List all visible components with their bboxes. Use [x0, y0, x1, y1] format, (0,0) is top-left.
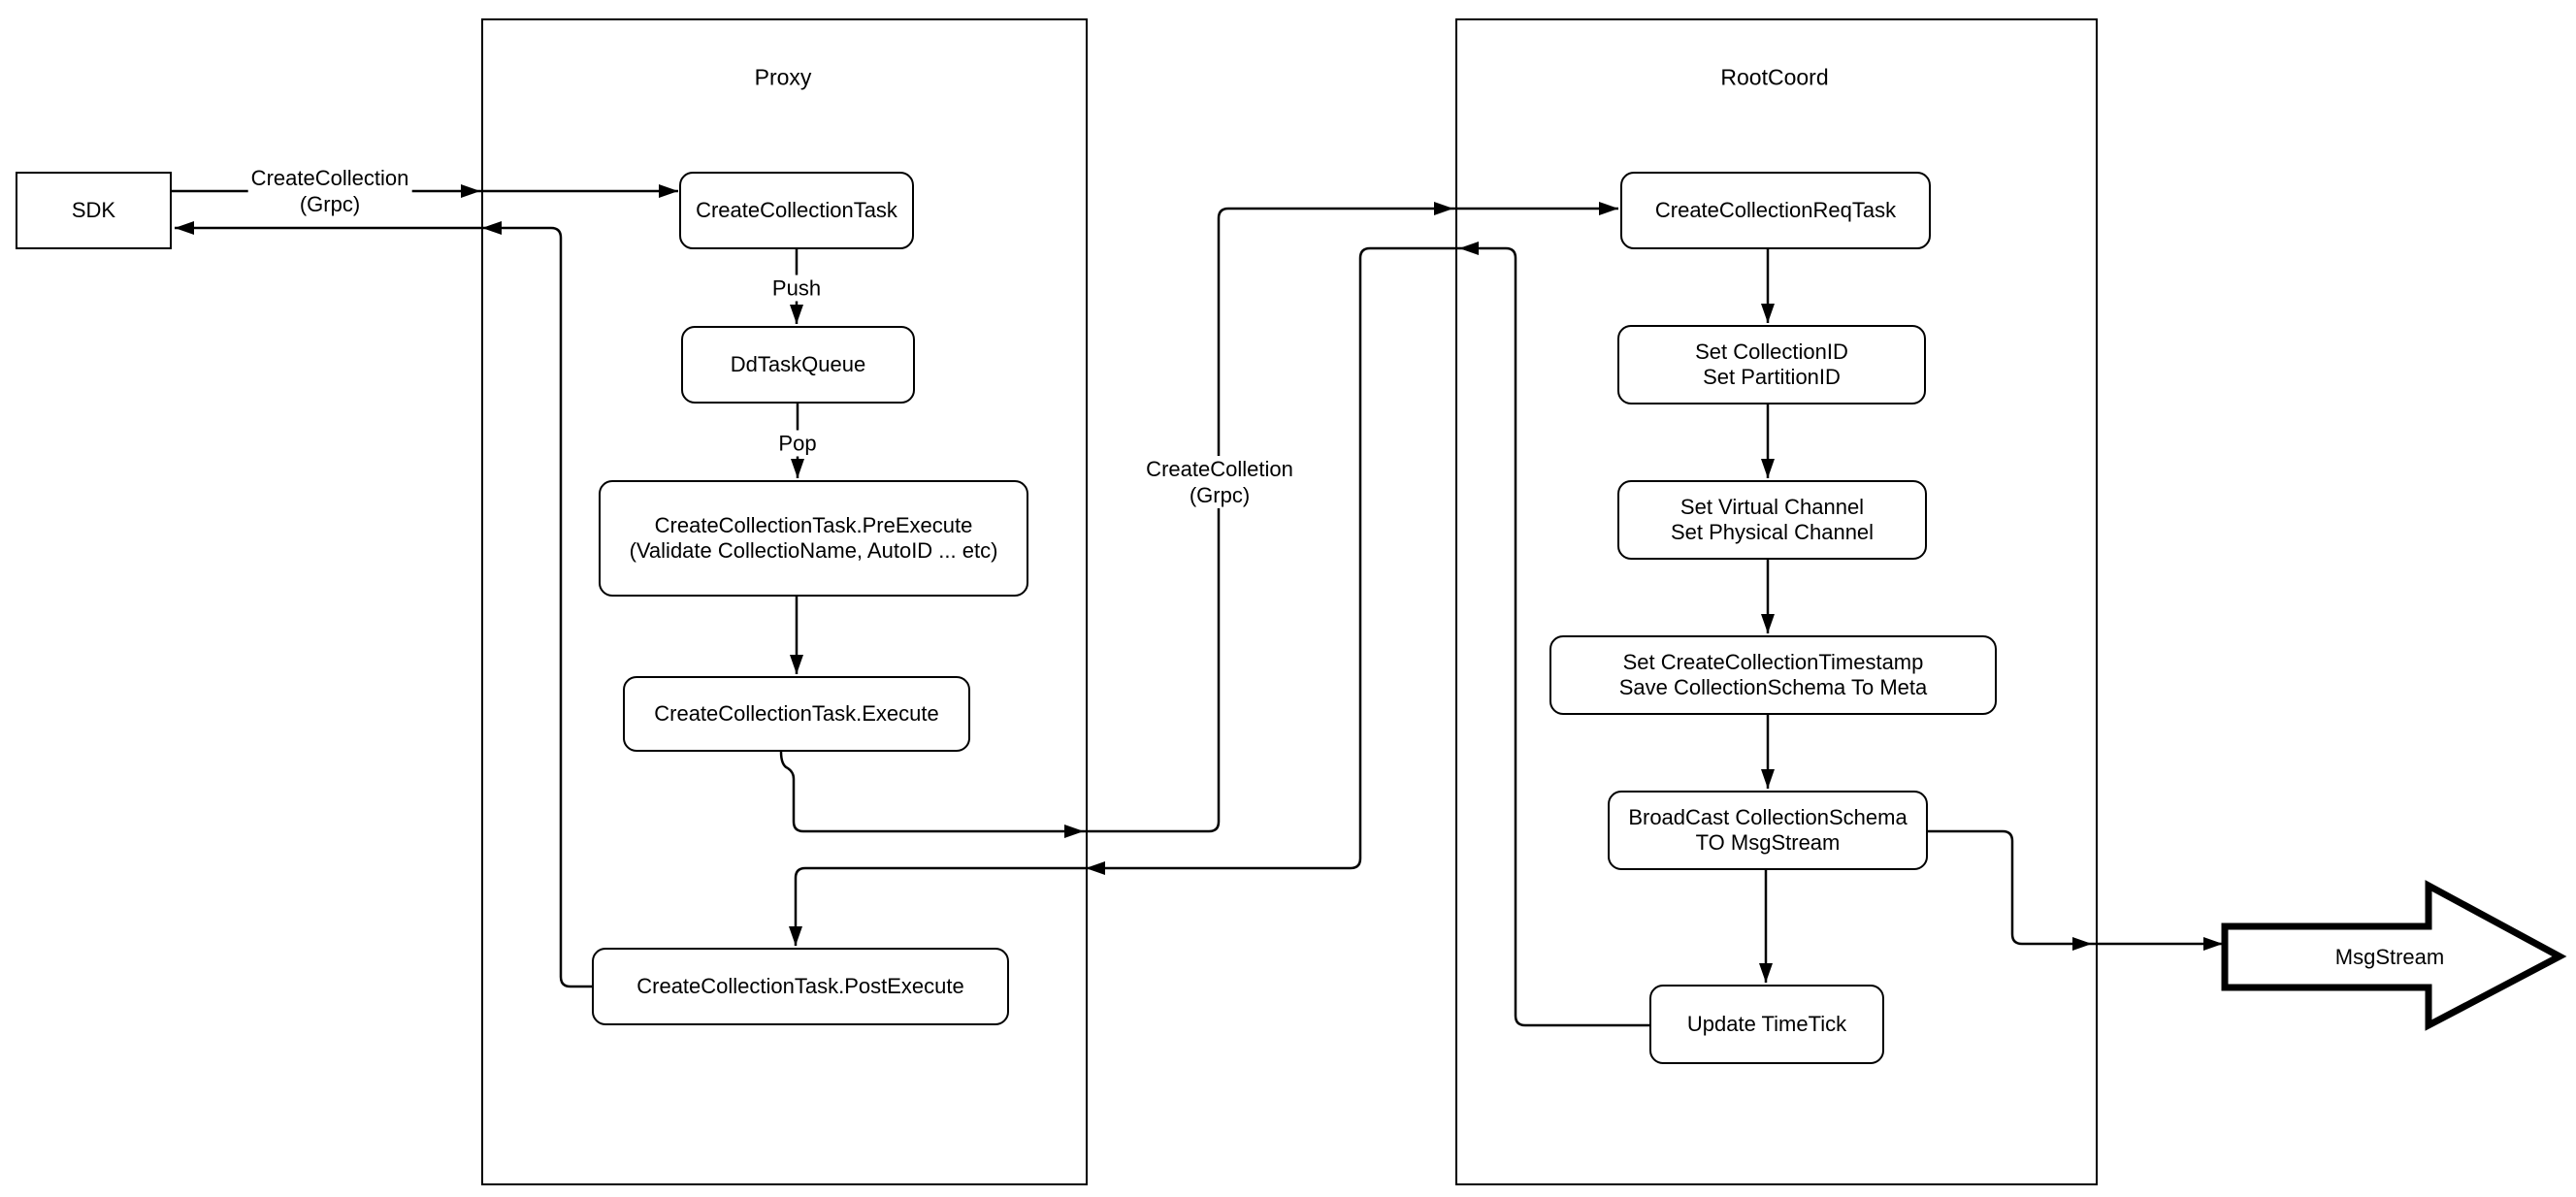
node-set-timestamp-save-schema: Set CreateCollectionTimestamp Save Colle… [1549, 635, 1997, 715]
node-post-execute: CreateCollectionTask.PostExecute [592, 948, 1009, 1025]
node-set-channels: Set Virtual Channel Set Physical Channel [1617, 480, 1927, 560]
label-grpc-left: CreateCollection (Grpc) [247, 165, 412, 217]
rootcoord-title: RootCoord [1720, 64, 1829, 90]
node-set-collection-partition-id: Set CollectionID Set PartitionID [1617, 325, 1926, 404]
node-broadcast-schema: BroadCast CollectionSchema TO MsgStream [1608, 791, 1928, 870]
node-dd-task-queue: DdTaskQueue [681, 326, 915, 404]
edge-execute-to-reqtask [779, 207, 1618, 833]
proxy-title: Proxy [754, 64, 812, 90]
node-create-collection-req-task: CreateCollectionReqTask [1620, 172, 1931, 249]
edge-postexecute-to-sdk [175, 226, 592, 988]
node-execute: CreateCollectionTask.Execute [623, 676, 970, 752]
proxy-container [481, 18, 1088, 1185]
rootcoord-container [1455, 18, 2098, 1185]
edge-broadcast-to-msgstream [1928, 829, 2223, 946]
arrowheads [175, 184, 2223, 983]
node-update-timetick: Update TimeTick [1649, 985, 1884, 1064]
label-grpc-middle: CreateColletion (Grpc) [1143, 456, 1296, 508]
node-pre-execute: CreateCollectionTask.PreExecute (Validat… [599, 480, 1028, 597]
node-create-collection-task: CreateCollectionTask [679, 172, 914, 249]
node-sdk: SDK [16, 172, 172, 249]
label-push: Push [768, 275, 825, 302]
label-pop: Pop [775, 430, 820, 457]
msgstream-label: MsgStream [2334, 945, 2445, 969]
edge-timetick-to-postexecute [794, 246, 1649, 1027]
msgstream-block-arrow [2221, 880, 2567, 1031]
